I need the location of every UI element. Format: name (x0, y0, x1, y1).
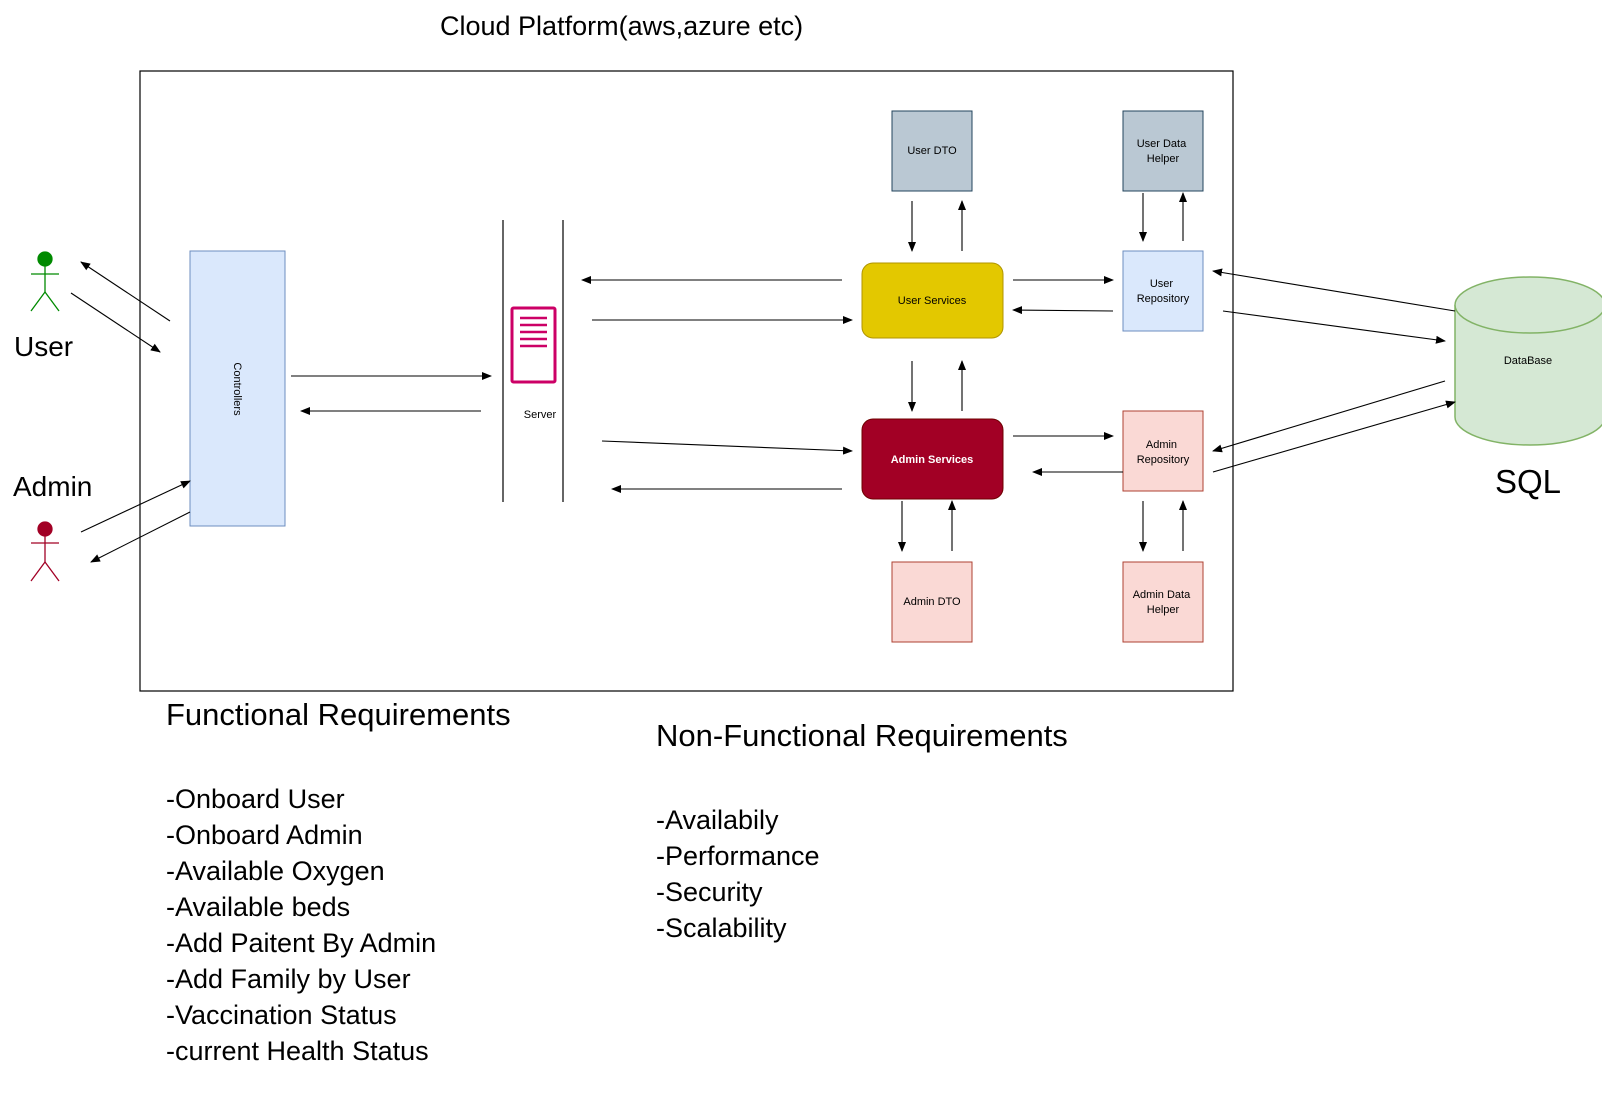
user-dto-box[interactable] (891, 110, 973, 192)
admin-services-label: Admin Services (891, 454, 974, 466)
requirement-item: -Available Oxygen (166, 856, 385, 886)
requirement-item: -Onboard User (166, 784, 345, 814)
arrow-server-to-adminservices (601, 440, 853, 455)
user-repository-line-1: User (1150, 278, 1174, 290)
user-services-label: User Services (898, 295, 967, 307)
non-functional-requirements-heading: Non-Functional Requirements (656, 718, 1068, 753)
user-data-helper-box[interactable] (1122, 110, 1204, 192)
admin-data-helper-line-1: Admin Data (1133, 589, 1191, 601)
user-actor-icon[interactable] (30, 251, 60, 312)
user-repository-line-2: Repository (1137, 293, 1190, 305)
arrow-db-to-userrepo (1212, 268, 1456, 312)
requirement-item: -Performance (656, 841, 820, 871)
functional-requirements-heading: Functional Requirements (166, 697, 511, 732)
requirement-item: -Scalability (656, 913, 787, 943)
admin-dto-label: Admin DTO (903, 596, 961, 608)
functional-requirements: Functional Requirements -Onboard User -O… (166, 697, 511, 1069)
requirement-item: -current Health Status (166, 1036, 429, 1066)
server-label: Server (524, 409, 557, 421)
user-repository-box[interactable] (1122, 250, 1204, 332)
arrow-user-to-controllers (70, 292, 161, 353)
functional-requirements-list: -Onboard User -Onboard Admin -Available … (166, 781, 511, 1069)
admin-repository-line-1: Admin (1146, 439, 1177, 451)
admin-dto-box[interactable] (891, 561, 973, 643)
user-services-box[interactable] (861, 262, 1004, 339)
admin-actor-icon[interactable] (30, 521, 60, 582)
user-actor-label: User (14, 331, 73, 362)
connector-arrows (70, 192, 1456, 563)
arrow-userrepo-to-userservices (1012, 306, 1114, 315)
requirement-item: -Add Family by User (166, 964, 411, 994)
controllers-box[interactable] (189, 250, 286, 527)
arrow-adminrepo-to-db (1212, 400, 1456, 473)
non-functional-requirements: Non-Functional Requirements -Availabily … (656, 718, 1068, 946)
server-node[interactable]: Server (502, 220, 564, 502)
user-data-helper-line-2: Helper (1147, 153, 1180, 165)
admin-data-helper-label: Admin Data Helper (1133, 589, 1194, 616)
user-data-helper-label: User Data Helper (1137, 138, 1190, 165)
admin-data-helper-line-2: Helper (1147, 604, 1180, 616)
requirement-item: -Add Paitent By Admin (166, 928, 437, 958)
database-cylinder[interactable] (1454, 276, 1602, 446)
arrow-controllers-to-admin (90, 511, 191, 563)
admin-repository-label: Admin Repository (1137, 439, 1190, 466)
admin-data-helper-box[interactable] (1122, 561, 1204, 643)
sql-label: SQL (1495, 463, 1561, 500)
admin-services-box[interactable] (861, 418, 1004, 500)
arrow-db-to-adminrepo (1212, 380, 1446, 453)
non-functional-requirements-list: -Availabily -Performance -Security -Scal… (656, 802, 1068, 946)
controllers-label: Controllers (231, 362, 243, 416)
admin-actor-label: Admin (13, 471, 92, 502)
requirement-item: -Onboard Admin (166, 820, 363, 850)
user-repository-label: User Repository (1137, 278, 1190, 305)
requirement-item: -Vaccination Status (166, 1000, 397, 1030)
requirement-item: -Availabily (656, 805, 779, 835)
user-data-helper-line-1: User Data (1137, 138, 1187, 150)
cloud-platform-label: Cloud Platform(aws,azure etc) (440, 11, 803, 41)
requirement-item: -Available beds (166, 892, 351, 922)
user-dto-label: User DTO (907, 145, 957, 157)
arrow-controllers-to-user (80, 261, 171, 322)
database-label: DataBase (1504, 355, 1552, 367)
requirement-item: -Security (656, 877, 763, 907)
arrow-userrepo-to-db (1222, 310, 1446, 344)
admin-repository-line-2: Repository (1137, 454, 1190, 466)
admin-repository-box[interactable] (1122, 410, 1204, 492)
cloud-platform-boundary (139, 70, 1234, 692)
server-icon (510, 306, 557, 384)
arrow-admin-to-controllers (80, 480, 191, 533)
